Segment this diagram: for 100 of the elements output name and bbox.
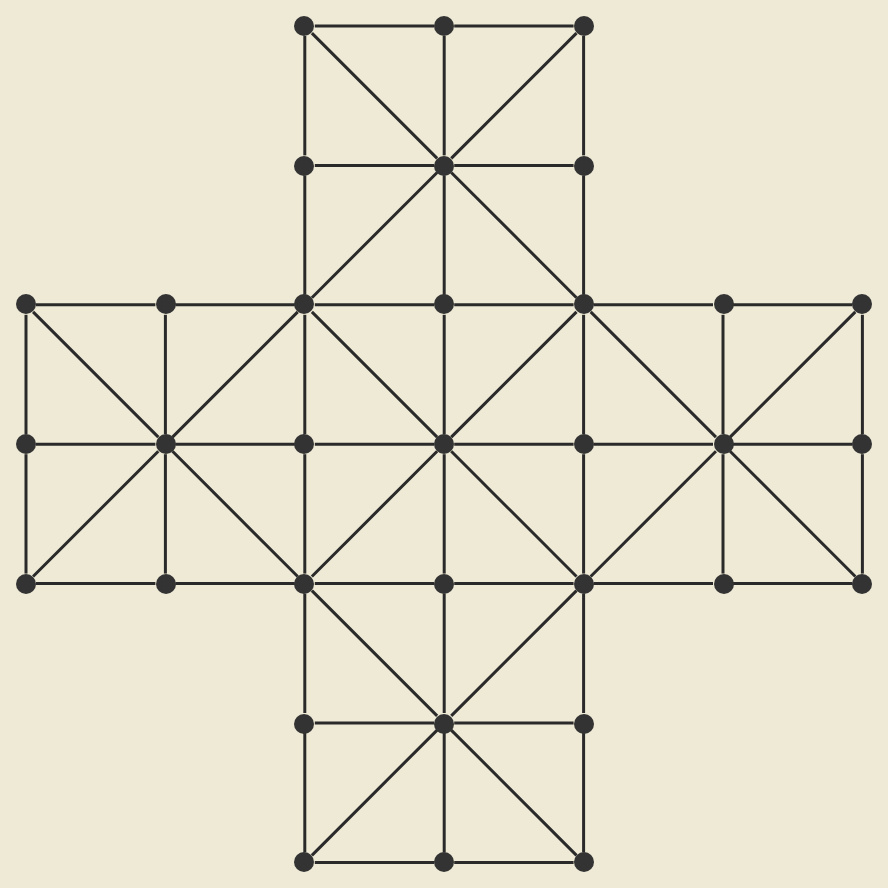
board-line — [582, 454, 586, 574]
board-point — [155, 434, 176, 455]
board-line — [175, 303, 295, 307]
board-line — [314, 24, 435, 28]
board-line — [442, 314, 446, 435]
board-line — [314, 582, 435, 586]
board-line — [582, 593, 586, 713]
board-line — [36, 442, 156, 446]
board-point — [852, 434, 873, 455]
board-line — [454, 721, 574, 725]
board-line — [593, 303, 713, 307]
board-line — [314, 303, 435, 307]
board-point — [573, 16, 594, 36]
board-line — [454, 163, 574, 167]
board-point — [434, 852, 455, 873]
board-line — [729, 310, 857, 439]
board-line — [303, 733, 307, 853]
board-point — [434, 713, 455, 733]
board-line — [442, 454, 446, 574]
board-line — [733, 303, 853, 307]
board-line — [175, 582, 295, 586]
board-line — [450, 171, 578, 299]
board-line — [310, 589, 439, 717]
board-point — [16, 294, 36, 315]
board-line — [310, 310, 439, 439]
board-line — [163, 454, 167, 574]
board-line — [442, 36, 446, 156]
board-line — [733, 582, 853, 586]
board-line — [454, 860, 574, 864]
board-point — [294, 294, 315, 315]
board-line — [36, 582, 156, 586]
board-line — [24, 314, 28, 435]
board-line — [303, 175, 307, 295]
board-point — [573, 155, 594, 176]
board-line — [593, 442, 713, 446]
board-point — [434, 155, 455, 176]
board-line — [163, 314, 167, 435]
board-line — [310, 729, 439, 857]
board-point — [573, 294, 594, 315]
board-line — [442, 593, 446, 713]
board-line — [303, 36, 307, 156]
board-line — [589, 310, 717, 439]
board-line — [171, 450, 299, 578]
board-line — [314, 163, 435, 167]
board-point — [434, 16, 455, 36]
board-line — [454, 303, 574, 307]
board-line — [860, 314, 864, 435]
board-line — [310, 171, 439, 299]
board-line — [454, 442, 574, 446]
board-point — [294, 573, 315, 594]
board-line — [36, 303, 156, 307]
board-line — [303, 593, 307, 713]
board-point — [713, 294, 733, 315]
board-line — [729, 450, 857, 578]
board-line — [593, 582, 713, 586]
board-point — [713, 573, 733, 594]
board-line — [24, 454, 28, 574]
board-line — [32, 310, 160, 439]
board-point — [294, 713, 315, 733]
board-line — [310, 450, 439, 578]
board-point — [294, 16, 315, 36]
board-point — [573, 573, 594, 594]
board-point — [294, 434, 315, 455]
board-line — [721, 454, 725, 574]
board-line — [582, 36, 586, 156]
board-point — [155, 573, 176, 594]
board-point — [16, 434, 36, 455]
board-line — [32, 450, 160, 578]
board-line — [314, 860, 435, 864]
board-point — [434, 573, 455, 594]
board-line — [450, 450, 578, 578]
board-point — [434, 294, 455, 315]
board-point — [294, 155, 315, 176]
board-point — [573, 852, 594, 873]
board-line — [171, 310, 299, 439]
board-line — [450, 310, 578, 439]
board-line — [314, 442, 435, 446]
board-point — [294, 852, 315, 873]
board-point — [573, 713, 594, 733]
board-point — [16, 573, 36, 594]
board-line — [860, 454, 864, 574]
board-line — [582, 733, 586, 853]
board-line — [310, 32, 439, 160]
board-line — [721, 314, 725, 435]
board-line — [454, 582, 574, 586]
board-line — [314, 721, 435, 725]
board-line — [442, 733, 446, 853]
board-line — [589, 450, 717, 578]
board-line — [450, 32, 578, 160]
board-line — [303, 314, 307, 435]
board-line — [442, 175, 446, 295]
board-line — [450, 729, 578, 857]
board-point — [155, 294, 176, 315]
board-point — [852, 294, 873, 315]
board-line — [454, 24, 574, 28]
board-point — [852, 573, 873, 594]
board-line — [450, 589, 578, 717]
board-line — [733, 442, 853, 446]
board-line — [175, 442, 295, 446]
board-line — [582, 175, 586, 295]
